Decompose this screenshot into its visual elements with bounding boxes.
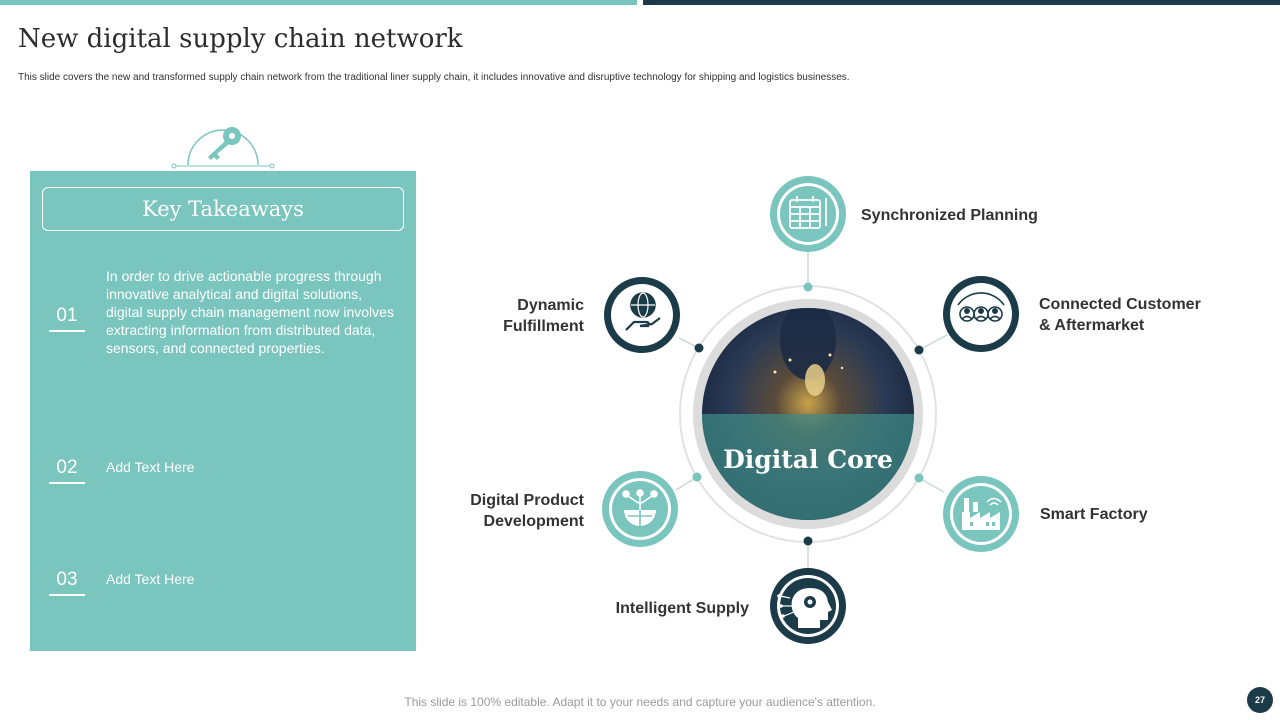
label-digital-product-development: Digital Product Development: [420, 490, 584, 532]
label-line: Development: [483, 513, 584, 530]
label-dynamic-fulfillment: Dynamic Fulfillment: [460, 295, 584, 337]
node-connected-customer: [943, 276, 1019, 352]
core-photo: [702, 308, 914, 520]
footer-note: This slide is 100% editable. Adapt it to…: [404, 695, 876, 709]
top-accent-bar-teal: [0, 0, 637, 5]
page-subtitle: This slide covers the new and transforme…: [18, 72, 850, 83]
dot-lower-right: [914, 473, 924, 483]
dot-top: [803, 282, 813, 292]
brain-gear-icon: [777, 588, 832, 628]
key-icon: [208, 127, 241, 160]
dot-upper-right: [914, 345, 924, 355]
connector-lower-right: [918, 477, 945, 493]
node-smart-factory: [943, 476, 1019, 552]
connector-upper-right: [918, 334, 948, 351]
takeaway-text: In order to drive actionable progress th…: [106, 268, 394, 356]
label-line: Connected Customer: [1039, 296, 1201, 313]
page-title: New digital supply chain network: [18, 24, 463, 54]
node-intelligent-supply: [770, 568, 846, 644]
customers-icon: [957, 292, 1005, 322]
factory-icon: [962, 497, 1002, 530]
top-accent-bar-navy: [643, 0, 1280, 5]
globe-hand-icon: [625, 292, 661, 331]
label-synchronized-planning: Synchronized Planning: [861, 207, 1038, 224]
key-takeaways-header: Key Takeaways: [42, 187, 404, 231]
node-dynamic-fulfillment: [604, 277, 680, 353]
calendar-icon: [789, 196, 827, 229]
takeaway-text: Add Text Here: [106, 571, 195, 587]
page-number-badge: 27: [1247, 687, 1273, 713]
label-line: Dynamic: [517, 297, 584, 314]
node-digital-product-development: [602, 471, 678, 547]
takeaway-number: 03: [49, 569, 85, 596]
label-connected-customer: Connected Customer & Aftermarket: [1039, 294, 1201, 336]
label-line: & Aftermarket: [1039, 317, 1145, 334]
dot-upper-left: [694, 343, 704, 353]
network-globe-icon: [622, 489, 658, 526]
node-synchronized-planning: [770, 176, 846, 252]
key-badge: [170, 117, 276, 171]
takeaway-number: 02: [49, 457, 85, 484]
center-label: Digital Core: [723, 445, 893, 474]
label-line: Fulfillment: [503, 318, 584, 335]
label-line: Digital Product: [470, 492, 584, 509]
takeaway-number: 01: [49, 305, 85, 332]
key-takeaways-panel: Key Takeaways 01 In order to drive actio…: [30, 171, 416, 651]
dot-bottom: [803, 536, 813, 546]
label-intelligent-supply: Intelligent Supply: [615, 600, 749, 617]
label-smart-factory: Smart Factory: [1040, 506, 1148, 523]
takeaway-text: Add Text Here: [106, 459, 195, 475]
dot-lower-left: [692, 472, 702, 482]
